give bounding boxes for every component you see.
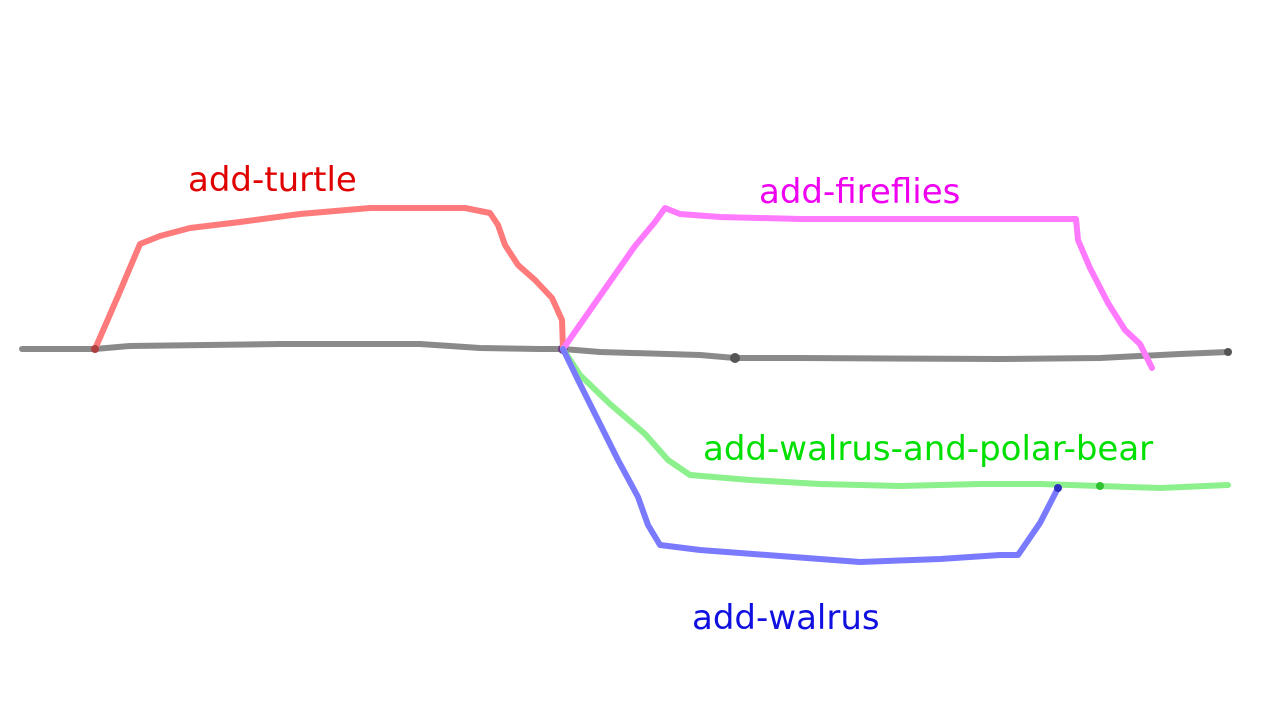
turtle-start-dot xyxy=(91,345,99,353)
main-commit-dot xyxy=(730,353,740,363)
walrus-branch-line xyxy=(560,346,1061,565)
turtle-branch-label: add-turtle xyxy=(188,160,357,200)
main-branch-line xyxy=(19,341,1231,362)
fireflies-branch-line xyxy=(560,205,1155,371)
walrus-merge-dot xyxy=(1054,484,1062,492)
walrus-polar-bear-branch-label: add-walrus-and-polar-bear xyxy=(703,429,1154,469)
turtle-branch-line xyxy=(92,205,566,352)
fireflies-branch-label: add-fireflies xyxy=(759,172,961,212)
main-end-dot xyxy=(1224,348,1232,356)
walrus-polar-bear-branch-line xyxy=(560,346,1231,491)
walrus-branch-label: add-walrus xyxy=(692,598,880,638)
walrus-polar-bear-commit-dot xyxy=(1096,482,1104,490)
